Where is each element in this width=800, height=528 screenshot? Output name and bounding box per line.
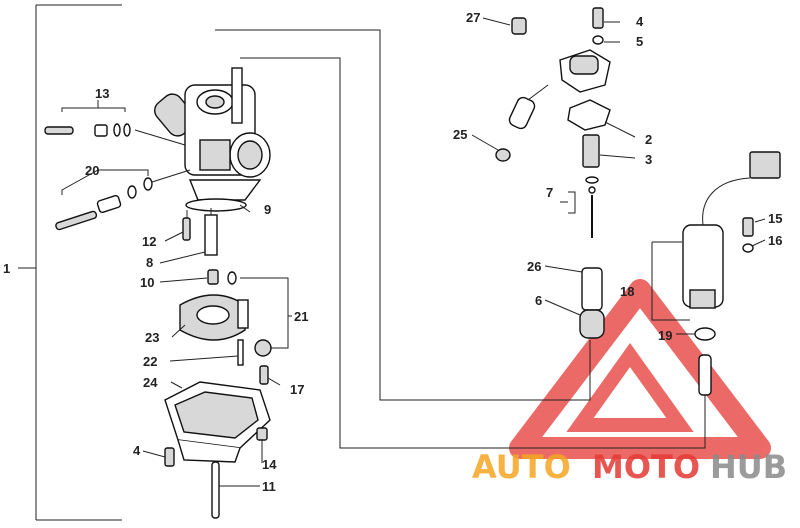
screw-17 <box>259 365 269 385</box>
label-24: 24 <box>143 375 158 390</box>
label-23: 23 <box>145 330 159 345</box>
solenoid-18 <box>682 151 781 309</box>
idle-screw-13 <box>44 100 186 146</box>
float-bowl-24 <box>164 381 271 463</box>
float-23 <box>179 294 249 341</box>
choke-plunger-25 <box>495 84 549 162</box>
watermark-auto: AUTO <box>472 448 571 486</box>
top-cap <box>559 49 611 93</box>
label-26: 26 <box>527 259 541 274</box>
part-labels: 1 2 3 4 4 5 6 7 8 9 10 11 12 13 14 15 16… <box>3 10 782 494</box>
screw-4-top <box>592 7 604 29</box>
watermark-text: AUTO MOTO HUB <box>472 448 787 486</box>
plunger-pin <box>698 354 712 396</box>
gasket-2 <box>567 99 611 131</box>
label-16: 16 <box>768 233 782 248</box>
label-4-top: 4 <box>636 14 644 29</box>
label-2: 2 <box>645 132 652 147</box>
watermark-moto: MOTO <box>592 448 700 486</box>
label-18: 18 <box>620 284 634 299</box>
gasket-9 <box>185 198 247 212</box>
leader-lines <box>142 17 766 487</box>
label-5: 5 <box>636 34 643 49</box>
bracket-assembly-1 <box>18 4 122 521</box>
label-22: 22 <box>143 354 157 369</box>
washer-16 <box>742 243 754 253</box>
label-11: 11 <box>262 479 276 494</box>
screw-14 <box>256 427 268 441</box>
watermark-logo <box>509 279 771 459</box>
label-3: 3 <box>645 152 652 167</box>
screw-15 <box>742 217 754 237</box>
slide-6 <box>579 309 605 339</box>
label-19: 19 <box>658 328 672 343</box>
float-pin-22 <box>237 339 244 366</box>
label-14: 14 <box>262 457 277 472</box>
spring-3 <box>582 134 600 168</box>
label-8: 8 <box>146 255 153 270</box>
drain-tube-11 <box>211 461 220 519</box>
watermark-hub: HUB <box>710 448 787 486</box>
label-12: 12 <box>142 234 156 249</box>
label-27: 27 <box>466 10 480 25</box>
routing-lines <box>215 29 706 449</box>
carburetor-body <box>154 67 271 201</box>
cap-27 <box>511 17 527 35</box>
label-4-bottom: 4 <box>133 443 141 458</box>
label-17: 17 <box>290 382 304 397</box>
label-13: 13 <box>95 86 109 101</box>
needle-clip-7 <box>568 176 599 238</box>
label-1: 1 <box>3 261 10 276</box>
label-15: 15 <box>768 211 782 226</box>
bracket-21 <box>240 277 289 349</box>
label-7: 7 <box>546 185 553 200</box>
label-20: 20 <box>85 163 99 178</box>
oring-19 <box>694 327 716 341</box>
label-10: 10 <box>140 275 154 290</box>
slide-26 <box>581 267 603 311</box>
label-9: 9 <box>264 202 271 217</box>
needle-valve-21 <box>254 339 272 357</box>
label-21: 21 <box>294 309 308 324</box>
screw-4-bottom <box>164 447 175 467</box>
throttle-screw-20 <box>55 169 191 231</box>
label-6: 6 <box>535 293 542 308</box>
label-25: 25 <box>453 127 467 142</box>
washer-5 <box>592 35 604 45</box>
jet-parts <box>182 208 237 285</box>
